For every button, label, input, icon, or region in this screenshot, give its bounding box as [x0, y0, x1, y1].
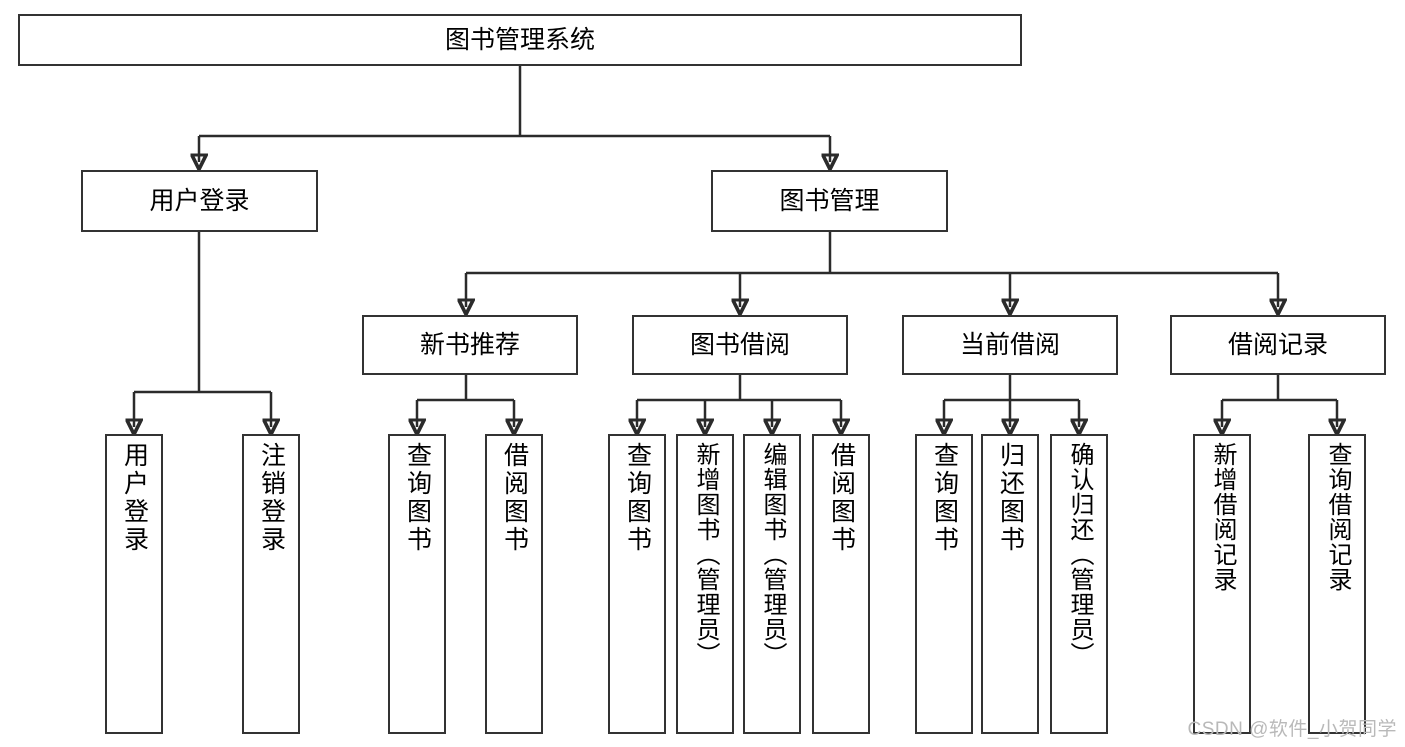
node-label: 确认归还（管理员）	[1066, 442, 1093, 667]
node-label: 新增图书（管理员）	[692, 442, 719, 667]
node-label: 借阅图书	[827, 442, 856, 554]
leaf-logout[interactable]: 注销登录	[242, 434, 300, 734]
leaf-query-books-current[interactable]: 查询图书	[915, 434, 973, 734]
leaf-user-login[interactable]: 用户登录	[105, 434, 163, 734]
node-book-management[interactable]: 图书管理	[711, 170, 948, 232]
node-label: 当前借阅	[959, 331, 1060, 359]
node-label: 图书管理	[779, 187, 880, 215]
node-label: 归还图书	[996, 442, 1025, 554]
node-label: 新书推荐	[419, 331, 520, 359]
leaf-edit-book-admin[interactable]: 编辑图书（管理员）	[743, 434, 801, 734]
node-user-login[interactable]: 用户登录	[81, 170, 318, 232]
node-label: 查询图书	[403, 442, 432, 554]
node-root-system[interactable]: 图书管理系统	[18, 14, 1022, 66]
leaf-return-books[interactable]: 归还图书	[981, 434, 1039, 734]
node-label: 新增借阅记录	[1209, 442, 1236, 592]
leaf-borrow-books-recommend[interactable]: 借阅图书	[485, 434, 543, 734]
leaf-query-borrow-record[interactable]: 查询借阅记录	[1308, 434, 1366, 734]
node-label: 查询图书	[930, 442, 959, 554]
node-book-borrow[interactable]: 图书借阅	[632, 315, 848, 375]
node-label: 编辑图书（管理员）	[759, 442, 786, 667]
node-label: 查询借阅记录	[1324, 442, 1351, 592]
leaf-add-book-admin[interactable]: 新增图书（管理员）	[676, 434, 734, 734]
node-label: 用户登录	[120, 442, 149, 554]
node-label: 用户登录	[149, 187, 250, 215]
leaf-borrow-books[interactable]: 借阅图书	[812, 434, 870, 734]
leaf-confirm-return-admin[interactable]: 确认归还（管理员）	[1050, 434, 1108, 734]
node-new-book-recommend[interactable]: 新书推荐	[362, 315, 578, 375]
leaf-query-books-recommend[interactable]: 查询图书	[388, 434, 446, 734]
node-label: 借阅图书	[500, 442, 529, 554]
watermark: CSDN @软件_小贺同学	[1187, 719, 1397, 740]
leaf-add-borrow-record[interactable]: 新增借阅记录	[1193, 434, 1251, 734]
node-label: 借阅记录	[1227, 331, 1328, 359]
node-label: 图书借阅	[689, 331, 790, 359]
node-label: 注销登录	[257, 442, 286, 554]
node-label: 图书管理系统	[444, 26, 595, 54]
leaf-query-books-borrow[interactable]: 查询图书	[608, 434, 666, 734]
node-current-borrow[interactable]: 当前借阅	[902, 315, 1118, 375]
node-label: 查询图书	[623, 442, 652, 554]
node-borrow-records[interactable]: 借阅记录	[1170, 315, 1386, 375]
